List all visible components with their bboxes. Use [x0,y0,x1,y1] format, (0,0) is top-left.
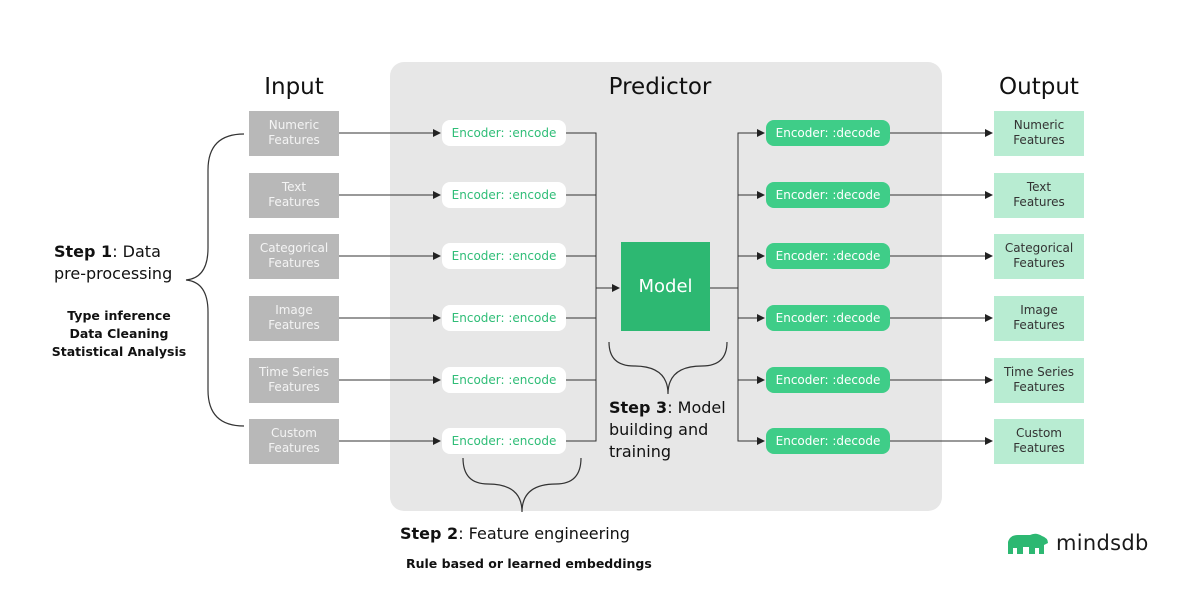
decoder-categorical[interactable]: Encoder: :decode [766,243,890,269]
step1-label: Step 1: Data pre-processing [54,241,204,285]
step3-rest: : Model [667,398,726,417]
wire-encoder-to-model-image [566,288,597,319]
step1-details: Type inference Data Cleaning Statistical… [50,307,188,361]
step1-detail-statistical-analysis: Statistical Analysis [51,344,187,359]
encoder-time-series[interactable]: Encoder: :encode [442,367,566,393]
wire-model-to-decoder-categorical [737,252,765,288]
wire-model-to-decoder-time-series [737,288,765,384]
decoder-image[interactable]: Encoder: :decode [766,305,890,331]
wire-model-to-decoder-numeric [737,129,765,288]
wire-model-to-decoder-text [737,191,765,288]
wire-encoder-to-model-text [566,194,597,288]
step2-detail: Rule based or learned embeddings [406,556,652,571]
step1-detail-type-inference: Type inference [67,308,171,323]
wire-encoder-to-model-custom [566,288,597,442]
step1-rest: : Data [112,242,161,261]
wire-encoder-to-model-time-series [566,288,597,381]
decoder-time-series[interactable]: Encoder: :decode [766,367,890,393]
model-box[interactable]: Model [621,242,710,331]
step2-label: Step 2: Feature engineering [400,523,660,545]
encoder-categorical[interactable]: Encoder: :encode [442,243,566,269]
encoder-numeric[interactable]: Encoder: :encode [442,120,566,146]
decoder-custom[interactable]: Encoder: :decode [766,428,890,454]
step3-line2: building and [609,420,709,439]
input-title: Input [264,74,324,100]
output-title: Output [999,74,1079,100]
step1-line2: pre-processing [54,264,173,283]
wire-encoder-to-model-categorical [566,255,597,288]
bear-icon [1008,533,1048,554]
decoder-numeric[interactable]: Encoder: :decode [766,120,890,146]
step1-detail-data-cleaning: Data Cleaning [69,326,169,341]
step2-rest: : Feature engineering [458,524,630,543]
wire-model-to-decoder-image [737,288,765,322]
step2-brace [462,457,582,513]
step3-label: Step 3: Model building and training [609,397,739,463]
wire-model-to-decoder-custom [737,288,765,445]
step1-bold: Step 1 [54,242,113,261]
encoder-image[interactable]: Encoder: :encode [442,305,566,331]
step3-brace [608,341,728,395]
step2-bold: Step 2 [400,524,459,543]
encoder-text[interactable]: Encoder: :encode [442,182,566,208]
predictor-title: Predictor [608,74,712,100]
encoder-custom[interactable]: Encoder: :encode [442,428,566,454]
mindsdb-logo: mindsdb [1006,530,1149,556]
brand-name: mindsdb [1056,531,1149,555]
step3-line3: training [609,442,671,461]
wire-encoder-to-model-numeric [566,132,597,288]
decoder-text[interactable]: Encoder: :decode [766,182,890,208]
step3-bold: Step 3 [609,398,668,417]
step1-brace [185,133,245,427]
